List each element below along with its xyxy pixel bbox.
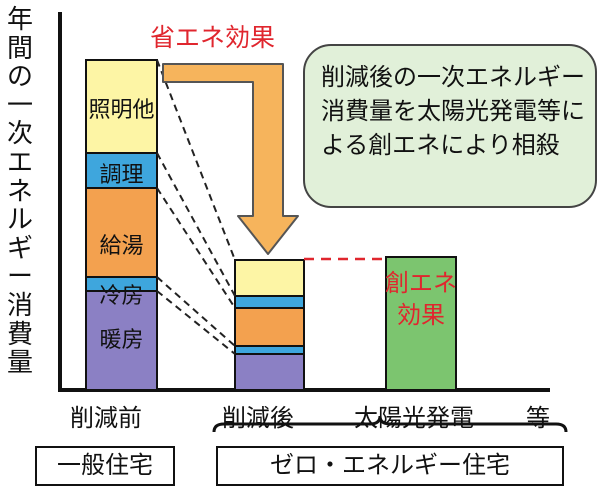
bar-after-lighting: [234, 259, 305, 297]
connector-line: [156, 59, 236, 261]
group-general-label: 一般住宅: [57, 451, 153, 479]
group-zeh-box: ゼロ・エネルギー住宅: [216, 446, 564, 486]
bar-before-hotwater: [85, 187, 158, 278]
bar-before-lighting: [85, 59, 158, 154]
connector-line: [156, 276, 236, 347]
callout-box: 削減後の一次エネルギー消費量を太陽光発電等による創エネにより相殺: [303, 44, 597, 208]
saving-effect-label: 省エネ効果: [150, 23, 276, 52]
bar-after-hotwater: [234, 307, 305, 347]
connector-lines: [156, 59, 236, 355]
group-general-box: 一般住宅: [35, 446, 175, 486]
zeh-bracket: [212, 415, 568, 433]
creation-effect-label: 創エネ 効果: [385, 269, 457, 329]
bar-before: [85, 59, 158, 391]
bar-after-cooling: [234, 345, 305, 355]
bar-solar: [385, 256, 457, 391]
saving-arrow: [162, 63, 299, 255]
group-zeh-label: ゼロ・エネルギー住宅: [270, 451, 510, 479]
bar-after: [234, 259, 305, 391]
label-hotwater: 給湯: [99, 234, 144, 259]
bar-before-heating: [85, 290, 158, 391]
label-cooking: 調理: [99, 163, 144, 188]
label-lighting: 照明他: [88, 98, 155, 123]
connector-line: [156, 152, 236, 297]
bar-label-after: 削減後: [222, 404, 294, 432]
bar-after-cooking: [234, 295, 305, 309]
label-cooling: 冷房: [99, 284, 144, 309]
bar-label-solar: 太陽光発電: [354, 404, 474, 432]
label-heating: 暖房: [99, 328, 144, 353]
bar-label-etc: 等: [526, 404, 550, 432]
bar-label-before: 削減前: [70, 404, 142, 432]
y-axis-label: 年間の一次エネルギー消費量: [6, 5, 33, 379]
connector-line: [156, 187, 236, 309]
bar-after-heating: [234, 353, 305, 391]
callout-text: 削減後の一次エネルギー消費量を太陽光発電等による創エネにより相殺: [321, 63, 585, 159]
connector-line: [156, 290, 236, 355]
